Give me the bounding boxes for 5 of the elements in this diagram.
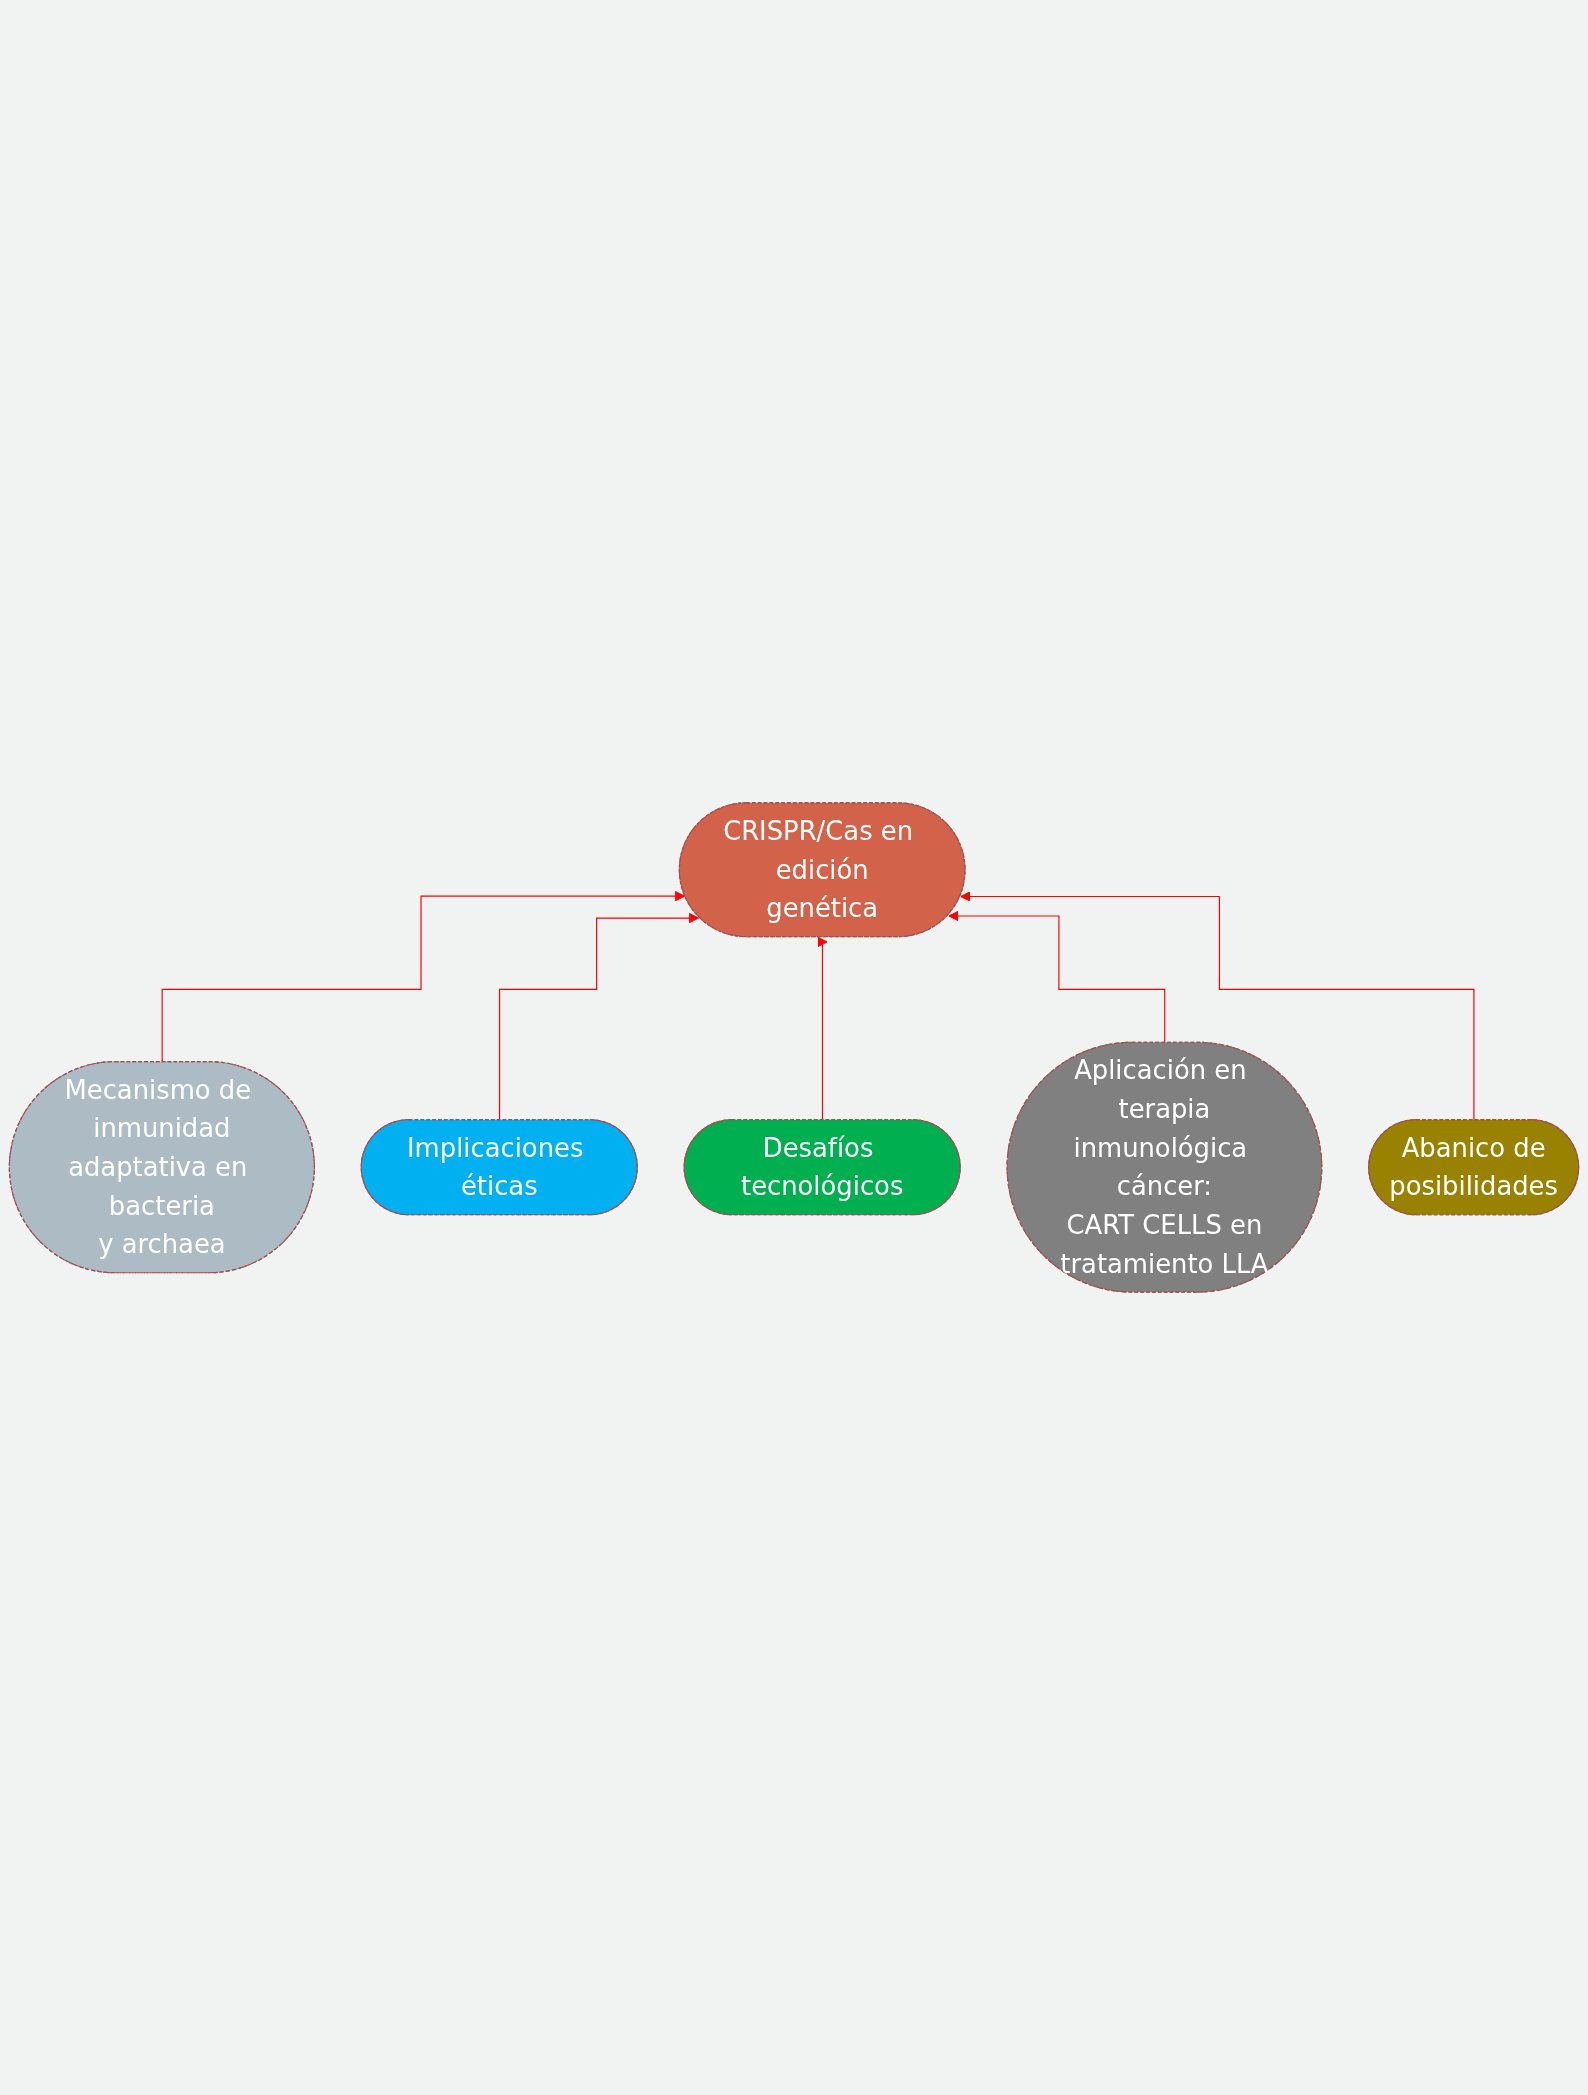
arrow <box>499 912 700 1121</box>
arrow <box>948 910 1166 1044</box>
arrow <box>161 891 686 1063</box>
arrow <box>960 891 1475 1121</box>
arrow <box>817 936 828 1121</box>
